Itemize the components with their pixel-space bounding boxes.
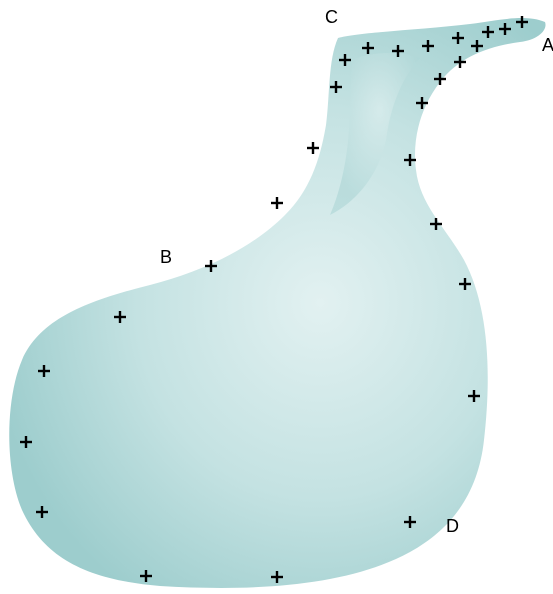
label-a: A [542,35,553,55]
label-d: D [446,516,459,536]
label-b: B [160,247,172,267]
plus-charge [271,197,283,209]
plus-charge [307,142,319,154]
label-c: C [325,7,338,27]
conductor-body [9,18,545,588]
